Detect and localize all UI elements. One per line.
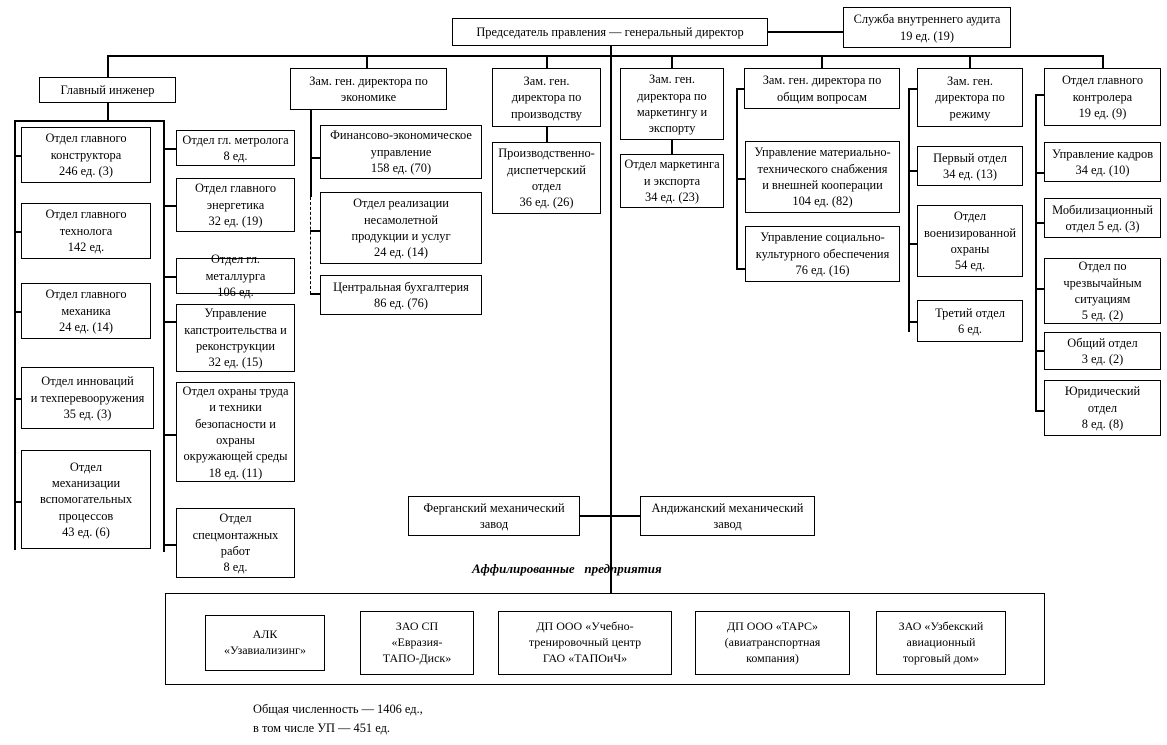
bus-engineer-left	[14, 120, 16, 550]
total-headcount-note: Общая численность — 1406 ед., в том числ…	[253, 702, 423, 735]
box-nonaircraft-sales-dept[interactable]: Отдел реализации несамолетной продукции …	[320, 192, 482, 264]
box-chief-mechanic-dept[interactable]: Отдел главного механика 24 ед. (14)	[21, 283, 151, 339]
tick-eng-r3	[163, 276, 176, 278]
box-metrology-dept[interactable]: Отдел гл. метролога 8 ед.	[176, 130, 295, 166]
box-deputy-regime[interactable]: Зам. ген. директора по режиму	[917, 68, 1023, 127]
main-horizontal-bus	[107, 55, 1103, 57]
tick-reg-2	[908, 243, 918, 245]
box-deputy-general-affairs[interactable]: Зам. ген. директора по общим вопросам	[744, 68, 900, 109]
bus-controller	[1035, 94, 1037, 412]
connector-production	[546, 127, 548, 142]
tick-econ-2	[310, 230, 321, 232]
tick-ctl-2	[1035, 222, 1045, 224]
tick-eng-r1	[163, 148, 176, 150]
drop-branch-5	[821, 55, 823, 68]
box-capital-construction-dept[interactable]: Управление капстроительства и реконструк…	[176, 304, 295, 372]
box-chief-designer-dept[interactable]: Отдел главного конструктора 246 ед. (3)	[21, 127, 151, 183]
connector-chief-engineer-down	[107, 103, 109, 121]
box-hr-dept[interactable]: Управление кадров 34 ед. (10)	[1044, 142, 1161, 182]
box-chief-power-engineer-dept[interactable]: Отдел главного энергетика 32 ед. (19)	[176, 178, 295, 232]
box-marketing-export-dept[interactable]: Отдел маркетинга и экспорта 34 ед. (23)	[620, 154, 724, 208]
bus-economics-dashed	[310, 197, 311, 294]
tick-ctl-head	[1035, 94, 1045, 96]
box-deputy-marketing[interactable]: Зам. ген. директора по маркетингу и эксп…	[620, 68, 724, 140]
tick-reg-1	[908, 170, 918, 172]
connector-chairman-audit	[768, 31, 843, 33]
tick-ctl-5	[1035, 410, 1045, 412]
drop-branch-6	[969, 55, 971, 68]
box-chief-technologist-dept[interactable]: Отдел главного технолога 142 ед.	[21, 203, 151, 259]
box-chairman[interactable]: Председатель правления — генеральный дир…	[452, 18, 768, 46]
box-chief-controller-dept[interactable]: Отдел главного контролера 19 ед. (9)	[1044, 68, 1161, 126]
tick-ctl-4	[1035, 350, 1045, 352]
box-zao-uzbek-trade-house[interactable]: ЗАО «Узбекский авиационный торговый дом»	[876, 611, 1006, 675]
tick-eng-r5	[163, 434, 176, 436]
drop-branch-1	[107, 55, 109, 77]
box-zao-sp-evrazia[interactable]: ЗАО СП «Евразия- ТАПО-Диск»	[360, 611, 474, 675]
box-special-assembly-dept[interactable]: Отдел спецмонтажных работ 8 ед.	[176, 508, 295, 578]
drop-branch-3	[546, 55, 548, 68]
connector-marketing	[671, 140, 673, 154]
tick-reg-3	[908, 321, 918, 323]
drop-branch-7	[1102, 55, 1104, 68]
box-social-cultural-dept[interactable]: Управление социально- культурного обеспе…	[745, 226, 900, 282]
connector-chairman-down	[610, 46, 612, 56]
box-third-dept[interactable]: Третий отдел 6 ед.	[917, 300, 1023, 342]
box-legal-dept[interactable]: Юридический отдел 8 ед. (8)	[1044, 380, 1161, 436]
box-alk-uzaviializing[interactable]: АЛК «Узавиализинг»	[205, 615, 325, 671]
tick-gen-1	[736, 178, 745, 180]
tick-econ-3	[310, 293, 321, 295]
box-financial-economic-dept[interactable]: Финансово-экономическое управление 158 е…	[320, 125, 482, 179]
tick-gen-head	[736, 88, 745, 90]
bus-engineer-right	[163, 120, 165, 552]
tick-eng-r2	[163, 205, 176, 207]
tick-eng-r4	[163, 321, 176, 323]
box-dp-ooo-tars[interactable]: ДП ООО «ТАРС» (авиатранспортная компания…	[695, 611, 850, 675]
tick-eng-r6	[163, 544, 176, 546]
box-internal-audit[interactable]: Служба внутреннего аудита 19 ед. (19)	[843, 7, 1011, 48]
drop-branch-4	[671, 55, 673, 68]
box-deputy-economics[interactable]: Зам. ген. директора по экономике	[290, 68, 447, 110]
box-mechanization-dept[interactable]: Отдел механизации вспомогательных процес…	[21, 450, 151, 549]
box-first-dept[interactable]: Первый отдел 34 ед. (13)	[917, 146, 1023, 186]
drop-branch-2	[366, 55, 368, 68]
box-innovation-dept[interactable]: Отдел инноваций и техперевооружения 35 е…	[21, 367, 154, 429]
box-andijan-plant[interactable]: Андижанский механический завод	[640, 496, 815, 536]
box-mobilization-dept[interactable]: Мобилизационный отдел 5 ед. (3)	[1044, 198, 1161, 238]
box-production-dispatch-dept[interactable]: Производственно- диспетчерский отдел 36 …	[492, 142, 601, 214]
box-central-accounting-dept[interactable]: Центральная бухгалтерия 86 ед. (76)	[320, 275, 482, 315]
bus-economics	[310, 110, 312, 197]
box-paramilitary-guard-dept[interactable]: Отдел военизированной охраны 54 ед.	[917, 205, 1023, 277]
connector-andijan-spine	[610, 515, 642, 517]
tick-econ-1	[310, 157, 321, 159]
tick-ctl-1	[1035, 172, 1045, 174]
box-chief-metallurgist-dept[interactable]: Отдел гл. металлурга 106 ед.	[176, 252, 295, 299]
affiliated-caption: Аффилированные предприятия	[472, 561, 662, 576]
connector-engineer-split	[14, 120, 164, 122]
tick-ctl-3	[1035, 288, 1045, 290]
box-general-dept[interactable]: Общий отдел 3 ед. (2)	[1044, 332, 1161, 370]
box-fergana-plant[interactable]: Ферганский механический завод	[408, 496, 580, 536]
connector-fergana-spine	[580, 515, 612, 517]
box-emergency-dept[interactable]: Отдел по чрезвычайным ситуациям 5 ед. (2…	[1044, 258, 1161, 324]
affiliated-frame	[165, 593, 1045, 685]
box-dp-ooo-training-center[interactable]: ДП ООО «Учебно- тренировочный центр ГАО …	[498, 611, 672, 675]
box-chief-engineer[interactable]: Главный инженер	[39, 77, 176, 103]
central-spine	[610, 55, 612, 593]
box-labor-safety-dept[interactable]: Отдел охраны труда и техники безопасност…	[176, 382, 295, 482]
box-material-supply-dept[interactable]: Управление материально- технического сна…	[745, 141, 900, 213]
tick-reg-head	[908, 88, 918, 90]
bus-regime	[908, 88, 910, 332]
tick-gen-2	[736, 268, 745, 270]
box-deputy-production[interactable]: Зам. ген. директора по производству	[492, 68, 601, 127]
